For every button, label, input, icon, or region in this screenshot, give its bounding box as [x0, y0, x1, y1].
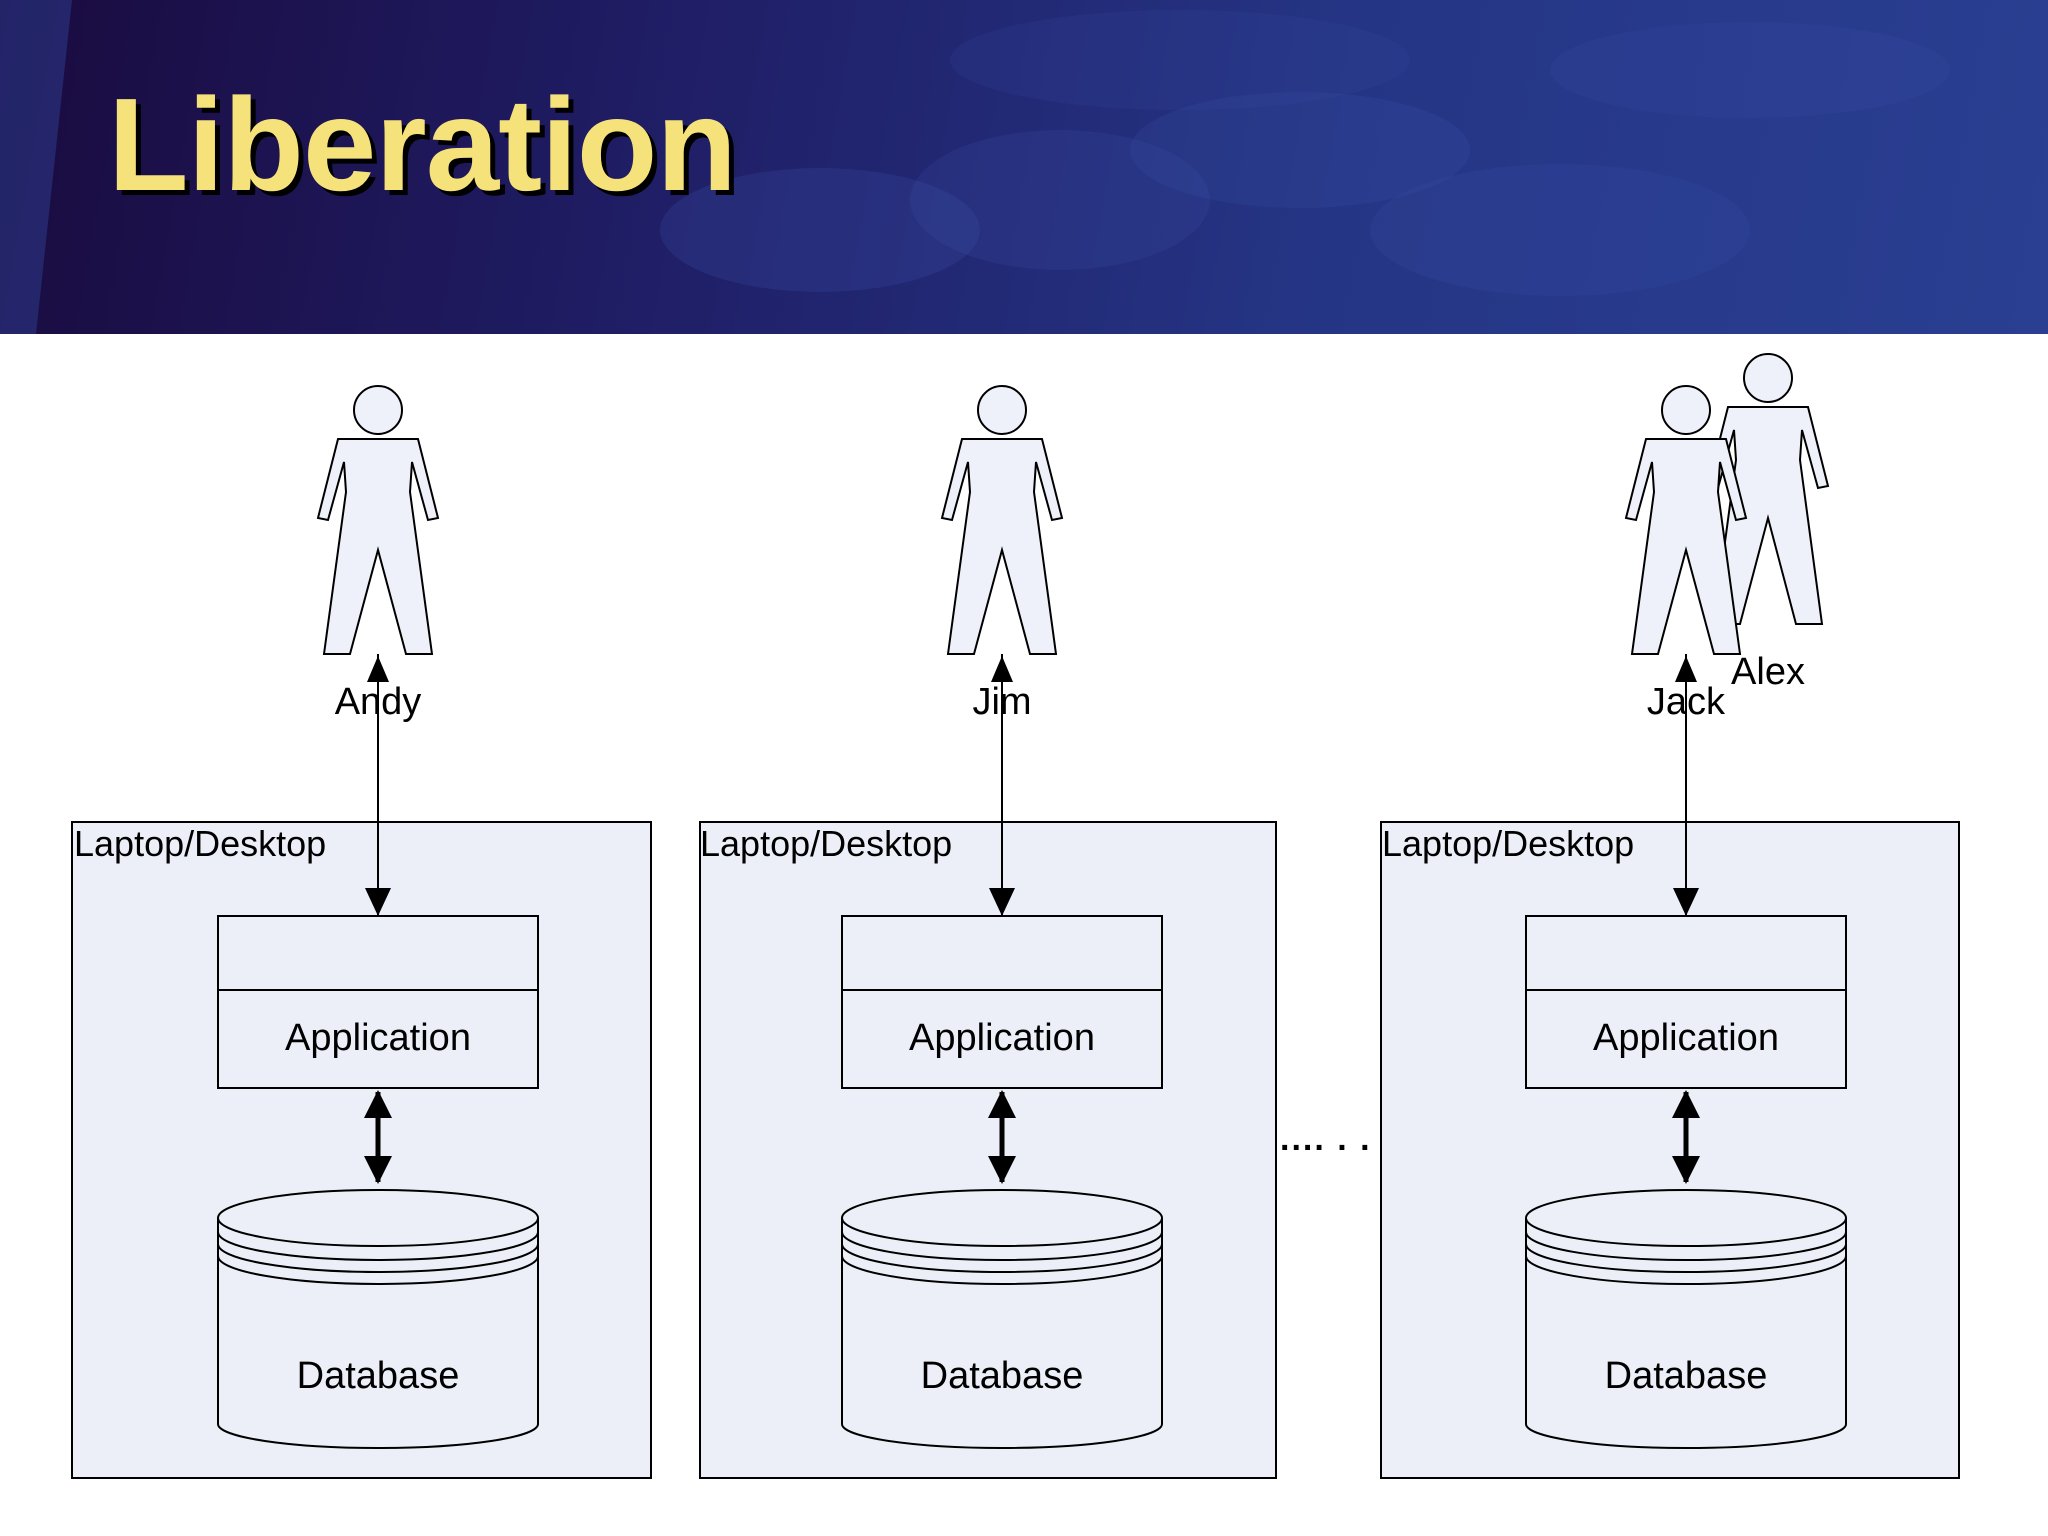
user-figure-icon	[940, 385, 1064, 655]
column-1: Laptop/Desktop Andy Application	[71, 385, 652, 1479]
user-figure-icon	[1624, 385, 1748, 655]
application-label: Application	[909, 1017, 1095, 1059]
column-3: Laptop/Desktop Jack Alex Application	[1380, 353, 1960, 1479]
app-db-connector	[988, 1090, 1016, 1184]
container-label: Laptop/Desktop	[74, 823, 326, 864]
app-db-connector	[1672, 1090, 1700, 1184]
slide-title: Liberation	[108, 71, 737, 218]
user-app-connector	[989, 654, 1015, 916]
application-box	[1525, 915, 1847, 1089]
database-cylinder-icon	[841, 1189, 1163, 1449]
database-cylinder-icon	[217, 1189, 539, 1449]
slide-header: Liberation	[0, 0, 2048, 334]
database-label: Database	[921, 1355, 1084, 1397]
architecture-diagram: .... . . Laptop/Desktop Andy Application	[71, 353, 1960, 1479]
application-label: Application	[285, 1017, 471, 1059]
app-db-connector	[364, 1090, 392, 1184]
application-box	[217, 915, 539, 1089]
application-label: Application	[1593, 1017, 1779, 1059]
ellipsis-dots: .... . .	[1280, 1120, 1372, 1158]
database-label: Database	[1605, 1355, 1768, 1397]
application-box	[841, 915, 1163, 1089]
user-app-connector	[1673, 654, 1699, 916]
user-figure-icon	[1706, 353, 1830, 625]
user-app-connector	[365, 654, 391, 916]
user-figure-icon	[316, 385, 440, 655]
user-name-label: Alex	[1731, 651, 1805, 693]
column-2: Laptop/Desktop Jim Application	[699, 385, 1277, 1479]
header-decoration	[0, 0, 1950, 334]
container-label: Laptop/Desktop	[1382, 823, 1634, 864]
database-cylinder-icon	[1525, 1189, 1847, 1449]
database-label: Database	[297, 1355, 460, 1397]
container-label: Laptop/Desktop	[700, 823, 952, 864]
